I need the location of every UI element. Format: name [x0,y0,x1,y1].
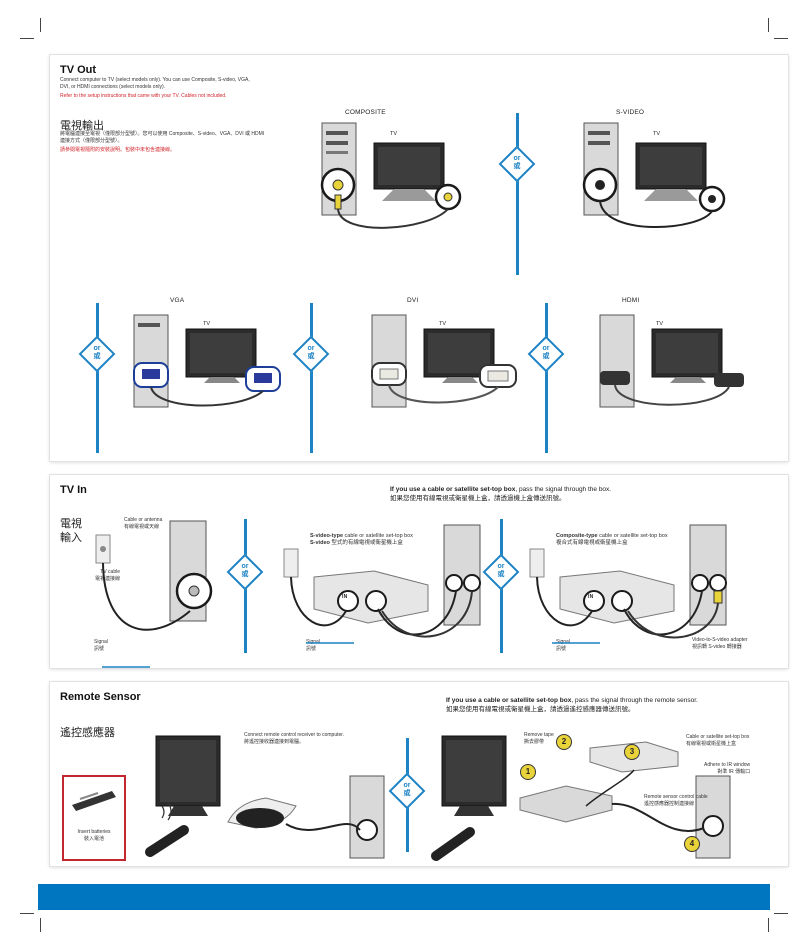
tv-in-panel: TV In 電視輸入 If you use a cable or satelli… [50,475,788,668]
step-badge-2: 2 [556,734,572,750]
tv-out-title: TV Out [60,64,97,76]
dvi-illustration [371,314,517,408]
tv-out-note-zh: 請參閱電視隨附的安裝說明。包裝中未包含連接線。 [60,147,176,153]
hdmi-illustration [599,314,744,408]
remote-left-illustration [145,735,385,859]
crop-mark [774,38,788,39]
hdmi-label: HDMI [622,297,640,304]
crop-mark [40,918,41,932]
vga-illustration [133,314,281,408]
svideo-label: S-VIDEO [616,109,645,116]
step-badge-1: 1 [520,764,536,780]
remote-batteries-illustration [72,791,116,811]
tv-out-note-en: Refer to the setup instructions that cam… [60,93,227,99]
or-divider [545,303,548,453]
or-divider [310,303,313,453]
crop-mark [768,918,769,932]
tv-label: TV [653,131,661,137]
composite-label: COMPOSITE [345,109,386,116]
bottom-bar [38,884,770,910]
tv-out-panel: TV Out Connect computer to TV (select mo… [50,55,788,461]
remote-stb-note: If you use a cable or satellite set-top … [446,697,698,713]
or-divider [516,113,519,275]
tv-in-direct-illustration [95,520,213,668]
tv-out-desc-en: Connect computer to TV (select models on… [60,77,250,90]
tv-out-title-zh: 電視輸出 [60,119,104,132]
composite-box-label: Composite-type cable or satellite set-to… [556,533,668,546]
step-badge-4: 4 [684,836,700,852]
tv-in-title: TV In [60,484,87,496]
tv-out-desc-zh: 將電腦連接至電視（僅限部分型號）。您可以使用 Composite、S-video… [60,131,265,144]
tv-label: TV [439,321,447,327]
composite-illustration [320,122,462,229]
in-label: IN [342,594,348,600]
vga-label: VGA [170,297,185,304]
connect-receiver-label: Connect remote control receiver to compu… [244,732,345,745]
crop-mark [40,18,41,32]
tv-label: TV [203,321,211,327]
crop-mark [768,18,769,32]
tv-label: TV [656,321,664,327]
dvi-label: DVI [407,297,419,304]
composite-stb-illustration [529,524,727,644]
crop-mark [20,913,34,914]
svideo-stb-illustration [283,524,481,644]
remote-title-zh: 遙控感應器 [60,726,115,739]
remote-sensor-panel: Remote Sensor 遙控感應器 If you use a cable o… [50,682,788,866]
tv-in-title-zh: 電視輸入 [60,517,82,544]
in-label: IN [588,594,594,600]
tv-in-stb-note: If you use a cable or satellite set-top … [390,486,612,502]
svideo-illustration [582,122,726,228]
svideo-box-label: S-video-type cable or satellite set-top … [310,533,414,546]
step-badge-3: 3 [624,744,640,760]
tv-label: TV [390,131,398,137]
remote-title: Remote Sensor [60,691,141,703]
crop-mark [774,913,788,914]
or-divider [96,303,99,453]
crop-mark [20,38,34,39]
